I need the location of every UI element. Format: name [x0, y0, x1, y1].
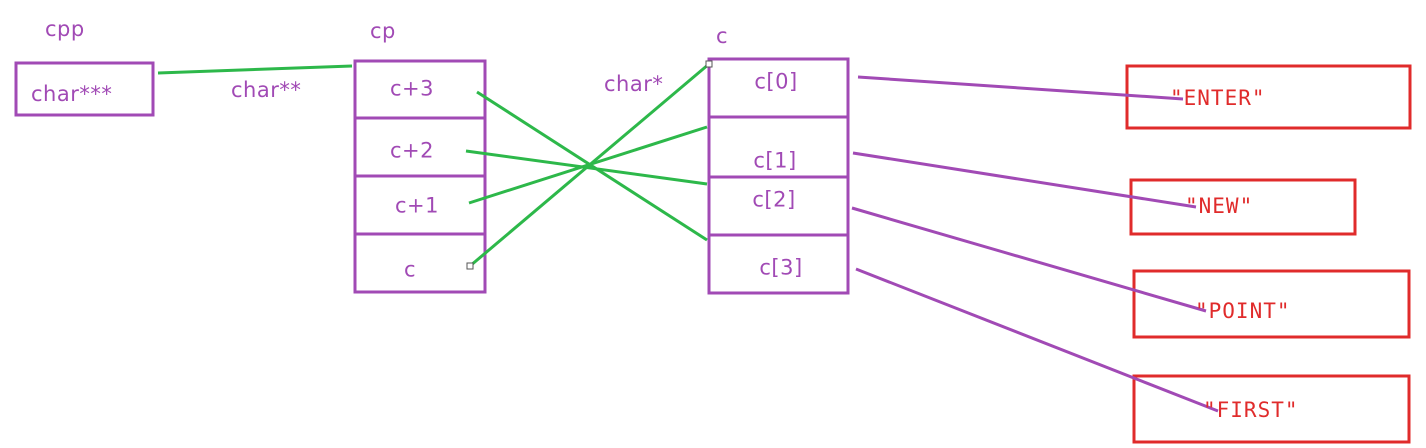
link-cpp-to-cp	[157, 64, 353, 75]
c-cell: c[0]	[754, 69, 798, 94]
link-c0-to-enter	[857, 75, 1184, 101]
c-label: c	[716, 24, 729, 48]
string-box-enter	[1125, 64, 1412, 130]
string-point: "POINT"	[1195, 299, 1291, 323]
cpp-box	[14, 61, 155, 117]
string-first: "FIRST"	[1203, 398, 1299, 422]
string-box-point	[1132, 269, 1411, 339]
string-new: "NEW"	[1185, 194, 1254, 218]
c-cell: c[1]	[753, 148, 797, 173]
link-c0	[469, 62, 710, 268]
link-c1-to-new	[852, 151, 1197, 209]
cp-cell: c+3	[389, 76, 435, 101]
cp-cell: c	[403, 257, 417, 282]
string-box-new	[1129, 178, 1357, 236]
link-endpoint-handle-2	[705, 60, 713, 68]
link-c2-to-point	[851, 206, 1207, 313]
cp-cell: c+2	[389, 138, 435, 163]
string-box-first	[1132, 374, 1411, 444]
link-c3-to-first	[855, 267, 1219, 413]
type-char3: char***	[31, 82, 113, 106]
link-endpoint-handle	[466, 262, 474, 270]
c-cell: c[2]	[752, 187, 796, 212]
link-c3	[476, 90, 708, 242]
cp-cell: c+1	[394, 193, 440, 218]
type-char1: char*	[604, 72, 664, 96]
c-cell: c[3]	[759, 255, 803, 280]
type-char2: char**	[231, 78, 302, 102]
cpp-label: cpp	[45, 17, 85, 41]
cp-label: cp	[370, 19, 396, 43]
string-enter: "ENTER"	[1170, 86, 1266, 110]
